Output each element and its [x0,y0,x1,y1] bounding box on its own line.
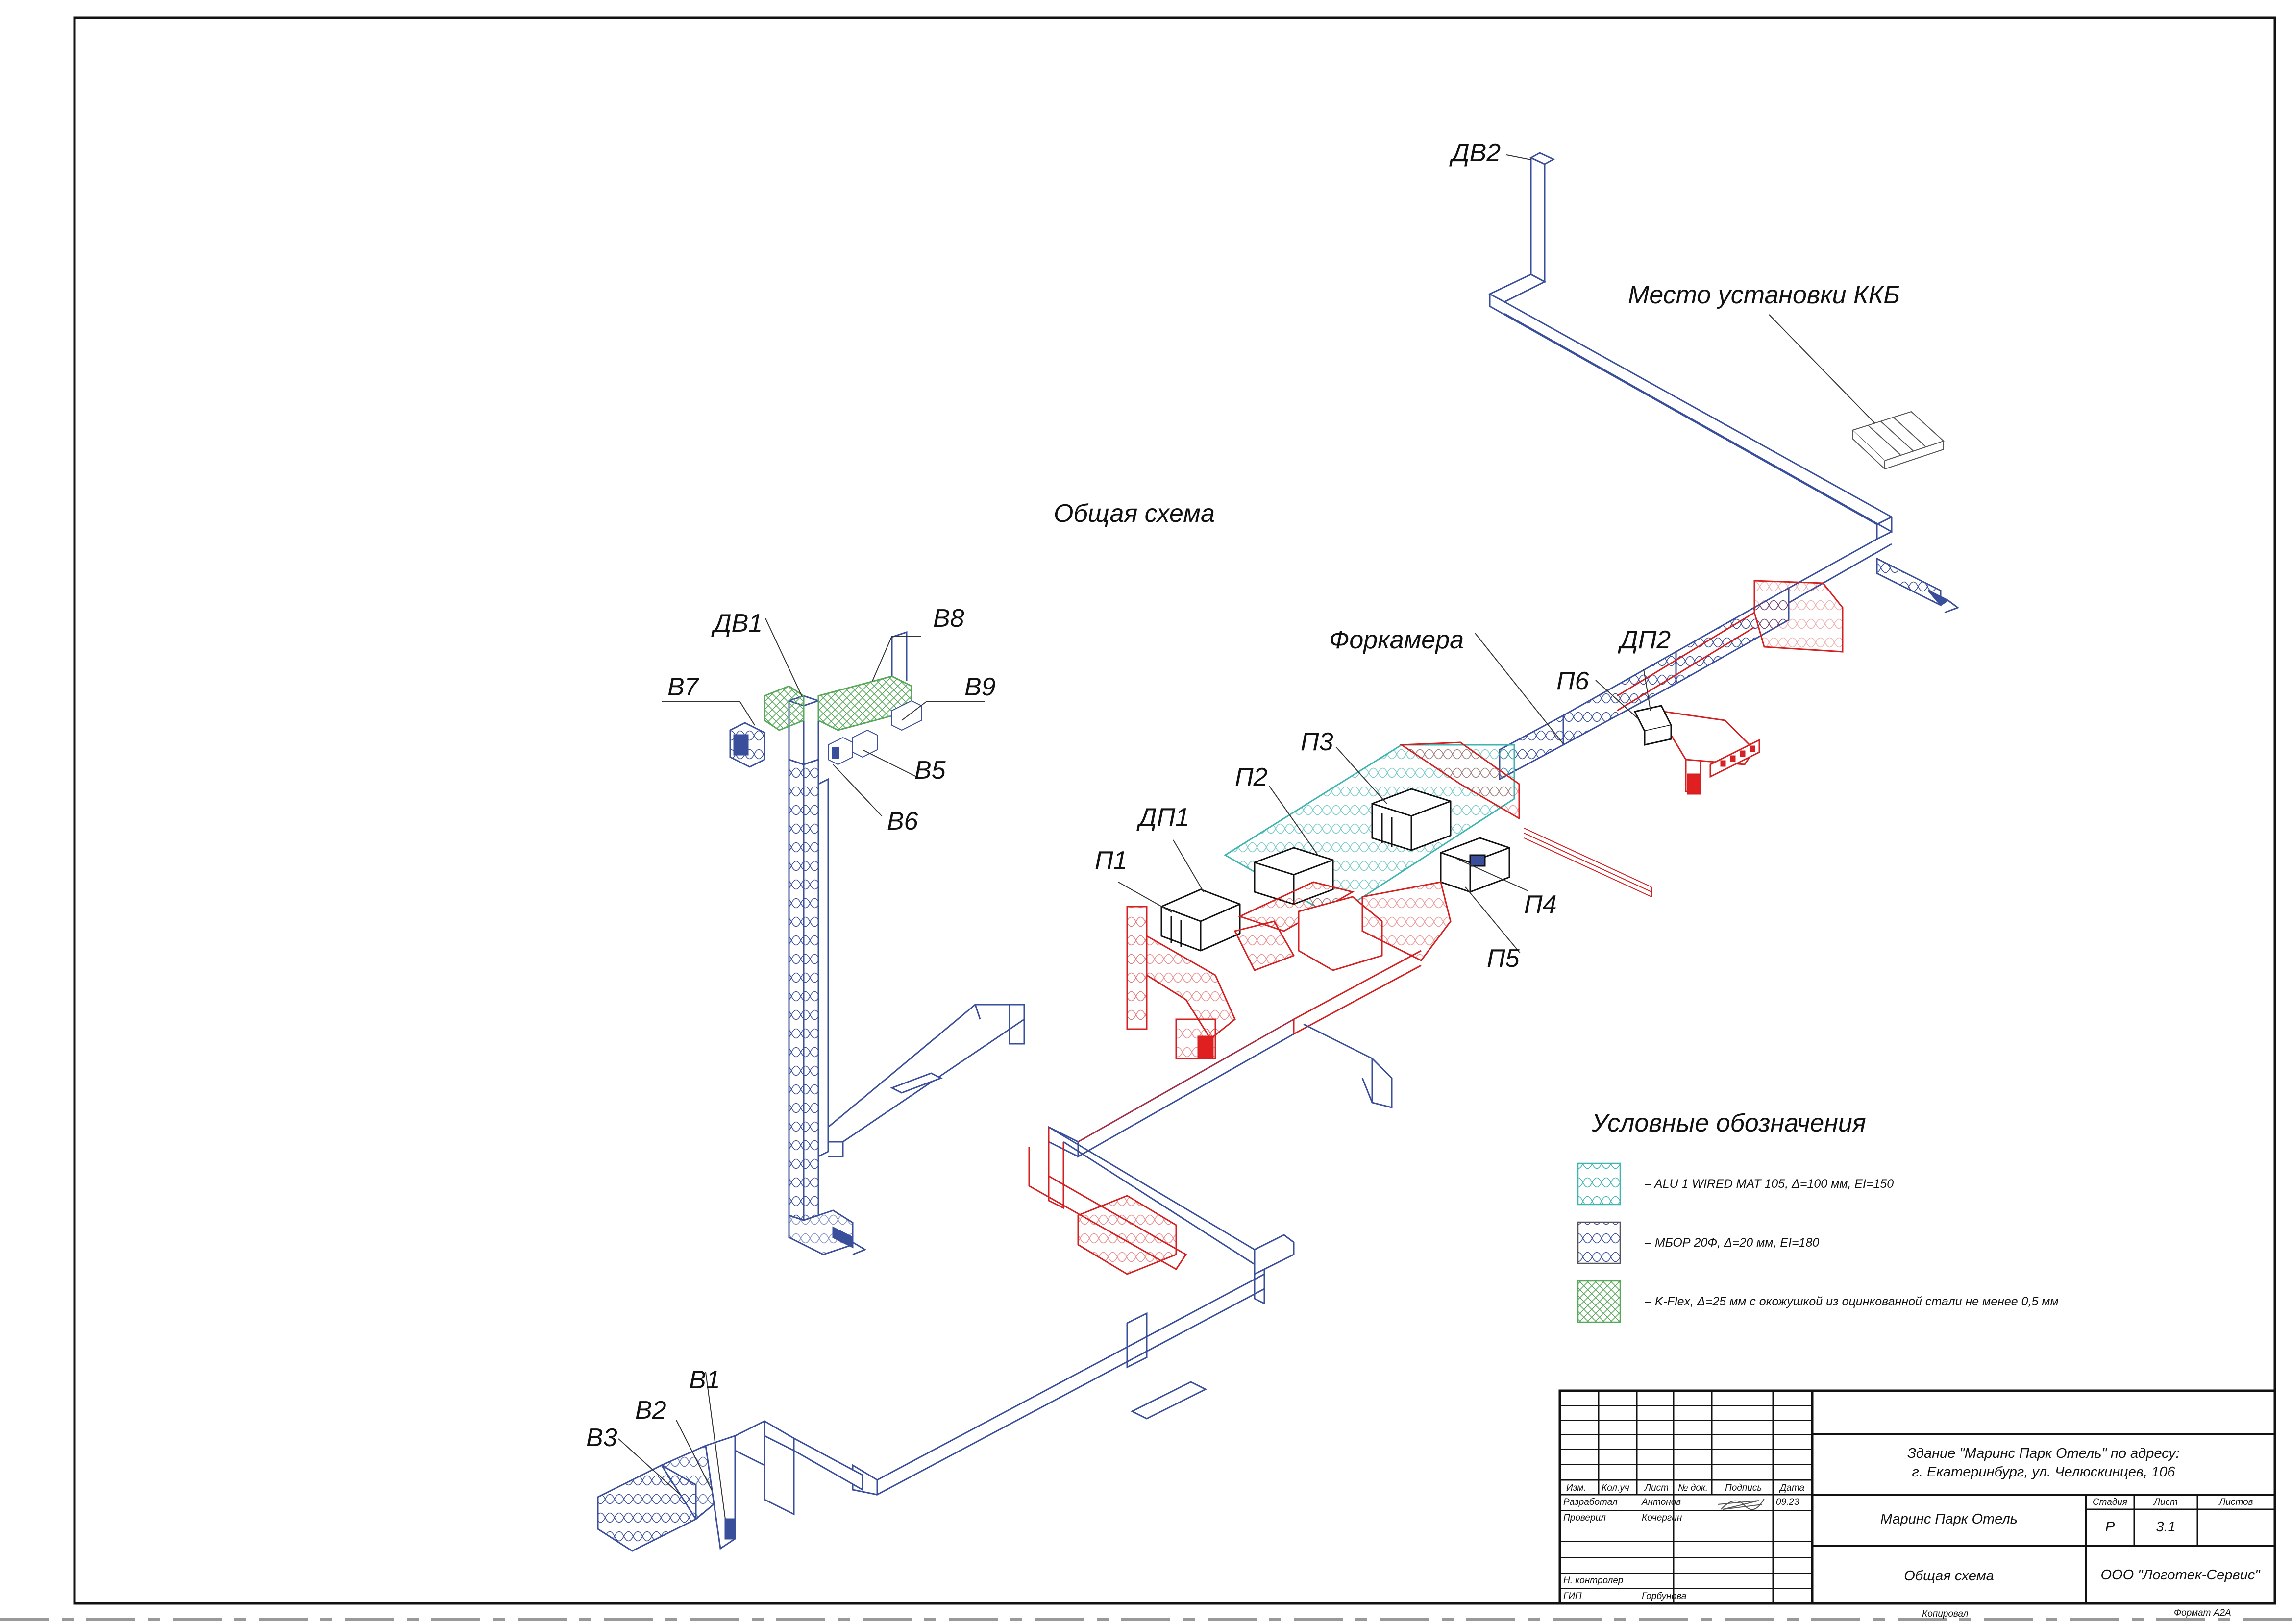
label-dp1: ДП1 [1139,803,1190,832]
duct-red-dp2 [1617,580,1844,795]
label-v1: В1 [689,1366,720,1394]
legend-item-alu: – ALU 1 WIRED MAT 105, Δ=100 мм, EI=150 [1645,1177,1894,1191]
leader-lines [618,154,1651,1520]
tb-role-developed: Разработал [1563,1497,1618,1507]
label-p1: П1 [1095,846,1128,875]
label-p2: П2 [1235,763,1268,791]
riser-dv1 [788,695,867,1255]
tb-object-line2: г. Екатеринбург, ул. Челюскинцев, 106 [1912,1464,2175,1480]
forkamera-leader [1475,633,1564,744]
drawing-title: Общая схема [1054,499,1215,528]
label-p5: П5 [1487,944,1520,973]
sheet-frame [73,16,2276,1605]
label-forkamera: Форкамера [1329,626,1464,654]
tb-format: Формат А2А [2174,1608,2231,1618]
legend-swatches [1577,1162,1621,1323]
tb-company: ООО "Логотек-Сервис" [2100,1567,2260,1583]
tb-sheets-label: Листов [2219,1497,2253,1507]
label-v5: В5 [914,756,946,785]
label-kkb-place: Место установки ККБ [1628,281,1900,309]
tb-sheet-label: Лист [2154,1497,2178,1507]
duct-middle-run [852,950,1422,1496]
label-v7: В7 [667,673,699,701]
label-p4: П4 [1524,890,1557,919]
tb-object-line1: Здание "Маринс Парк Отель" по адресу: [1907,1446,2180,1461]
label-dv1: ДВ1 [714,609,763,638]
label-v3: В3 [586,1424,617,1452]
unit-v5-v6 [828,700,922,765]
legend-swatch-kflex [1577,1280,1621,1323]
duct-dv2-riser [1488,152,1894,604]
tb-role-ncontrol: Н. контролер [1563,1575,1624,1586]
unit-p4-p5 [1440,837,1510,893]
tb-stage-value: Р [2105,1519,2115,1535]
tb-date-developed: 09.23 [1776,1497,1799,1507]
ducts-red-cluster [1126,881,1452,1059]
tb-copied: Копировал [1922,1609,1969,1619]
tb-header-date: Дата [1780,1483,1805,1493]
duct-blue-right-segments [1126,1312,1208,1420]
unit-dp1-p1 [1160,888,1241,952]
label-v6: В6 [887,807,918,836]
duct-riser-horizontal [828,1004,1025,1157]
legend-item-kflex: – K-Flex, Δ=25 мм с окожушкой из оцинков… [1645,1295,2059,1308]
manifold-green-top [764,631,912,731]
label-p3: П3 [1301,728,1333,756]
tb-role-gip: ГИП [1563,1591,1582,1601]
label-dv2: ДВ2 [1452,139,1501,167]
central-red-block [1399,741,1520,820]
unit-dp2 [1633,705,1673,746]
tb-header-list: Лист [1645,1483,1669,1493]
tb-header-izm: Изм. [1566,1483,1586,1493]
legend-swatch-alu [1577,1162,1621,1206]
kkb-leader [1769,314,1875,424]
label-dp2: ДП2 [1620,626,1671,654]
tb-name-gip: Горбунова [1642,1591,1687,1601]
kkb-unit [1851,411,1945,470]
unit-p3 [1371,788,1452,851]
tb-name-checked: Кочергин [1642,1513,1682,1523]
legend-swatch-mbor [1577,1221,1621,1264]
label-v2: В2 [635,1396,666,1425]
legend-title: Условные обозначения [1592,1109,1866,1137]
pipes-red-right [1524,828,1652,897]
title-block-grid [1558,1389,2276,1605]
tb-header-doc: № док. [1678,1483,1708,1493]
tb-role-checked: Проверил [1563,1513,1606,1523]
tb-sheet-name: Общая схема [1904,1568,1994,1584]
tb-header-sign: Подпись [1725,1483,1762,1493]
duct-lower-left [597,1420,863,1552]
tb-stage-label: Стадия [2092,1497,2128,1507]
tb-project-name: Маринс Парк Отель [1880,1511,2018,1527]
tb-sheet-value: 3.1 [2156,1519,2176,1535]
label-v9: В9 [964,673,996,701]
duct-red-lower [1077,1195,1177,1275]
tb-name-developed: Антонов [1642,1497,1681,1507]
tb-header-kol: Кол.уч [1602,1483,1629,1493]
label-v8: В8 [933,604,964,633]
label-p6: П6 [1556,667,1589,695]
signature-mark [1717,1498,1765,1510]
unit-v7 [729,722,765,768]
legend-item-mbor: – МБОР 20Ф, Δ=20 мм, EI=180 [1645,1236,1820,1250]
